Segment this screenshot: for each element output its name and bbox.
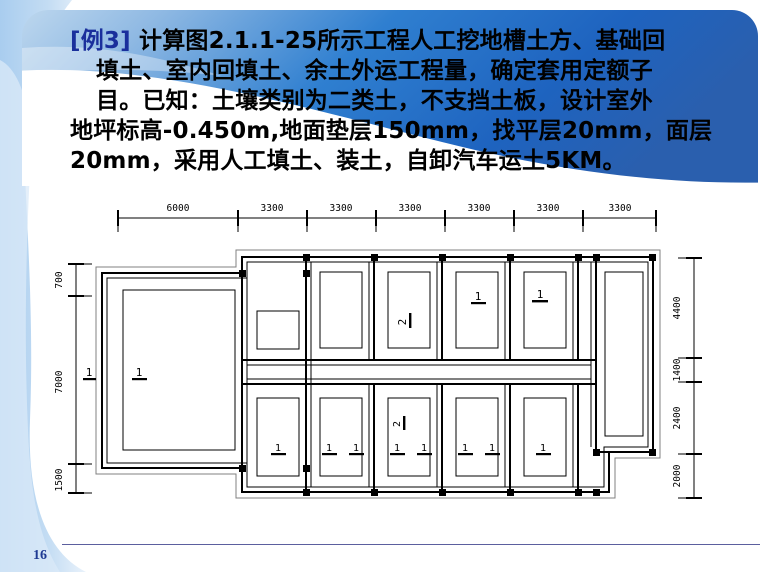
section-mark-lower-2: 1 [322,443,337,456]
section-markers: 1 1 2 1 1 [83,288,551,456]
room-footings [122,271,644,477]
section-mark-lower-1: 1 [271,443,286,456]
svg-text:1: 1 [475,290,482,303]
top-dim-6: 3300 [609,203,632,214]
svg-text:1: 1 [394,443,400,454]
section-mark-lower-7: 1 [485,443,500,456]
title-banner: [例3] 计算图2.1.1-25所示工程人工挖地槽土方、基础回 填土、室内回填土… [22,10,760,186]
right-dimension-labels: 4400 1400 2400 2000 [672,296,683,487]
section-mark-lower-3: 1 [349,443,364,456]
building-outline-outer [95,249,661,499]
top-dim-4: 3300 [468,203,491,214]
title-line1: 计算图2.1.1-25所示工程人工挖地槽土方、基础回 [130,28,666,54]
right-dim-3: 2000 [672,464,683,487]
section-mark-big-room: 1 [132,366,147,381]
title-line3: 目。已知：土壤类别为二类土，不支挡土板，设计室外 [96,88,653,114]
title-tag: [例3] [70,28,131,54]
svg-text:1: 1 [537,288,544,301]
svg-text:2: 2 [396,319,409,326]
footer-divider [62,544,760,545]
svg-text:1: 1 [275,443,281,454]
svg-text:1: 1 [489,443,495,454]
top-dim-3: 3300 [399,203,422,214]
top-dim-0: 6000 [167,203,190,214]
top-dim-2: 3300 [330,203,353,214]
internal-walls [241,257,653,492]
svg-text:1: 1 [353,443,359,454]
right-dim-1: 1400 [672,358,683,381]
section-mark-upper-1b: 1 [532,288,548,303]
section-mark-lower-6: 1 [458,443,473,456]
section-mark-left-outer: 1 [83,366,96,381]
left-dim-2: 1500 [54,468,65,491]
top-dimension-labels: 6000 3300 3300 3300 3300 3300 3300 [167,203,632,214]
title-line2: 填土、室内回填土、余土外运工程量，确定套用定额子 [96,58,653,84]
section-mark-lower-8: 1 [536,443,551,456]
svg-text:1: 1 [540,443,546,454]
section-mark-lower-4: 1 [390,443,405,456]
right-dim-2: 2400 [672,406,683,429]
title-line4: 地坪标高-0.450m,地面垫层150mm，找平层20mm，面层 [70,118,713,144]
floor-plan-drawing: 6000 3300 3300 3300 3300 3300 3300 [0,186,760,526]
left-dim-1: 7000 [54,370,65,393]
section-mark-lower-5: 1 [417,443,432,456]
title-line5: 20mm，采用人工填土、装土，自卸汽车运土5KM。 [70,148,626,174]
section-mark-lower-rot2: 2 [392,416,406,430]
left-dimension-labels: 700 7000 1500 [54,271,65,491]
section-mark-upper-1a: 1 [471,290,486,305]
wall-outer-thick [101,256,654,493]
svg-text:1: 1 [86,366,93,379]
column-nodes [239,254,656,496]
internal-walls-thin [246,262,592,487]
section-mark-upper-2: 2 [396,313,412,328]
page-title: [例3] 计算图2.1.1-25所示工程人工挖地槽土方、基础回 填土、室内回填土… [22,10,760,186]
top-dim-1: 3300 [261,203,284,214]
svg-text:1: 1 [326,443,332,454]
svg-text:1: 1 [421,443,427,454]
left-dim-0: 700 [54,271,65,288]
right-dim-0: 4400 [672,296,683,319]
svg-text:1: 1 [136,366,143,379]
wall-outer-inner-line [106,261,649,488]
svg-text:1: 1 [462,443,468,454]
top-dim-5: 3300 [537,203,560,214]
svg-text:2: 2 [392,421,403,427]
page-number: 16 [33,548,47,563]
